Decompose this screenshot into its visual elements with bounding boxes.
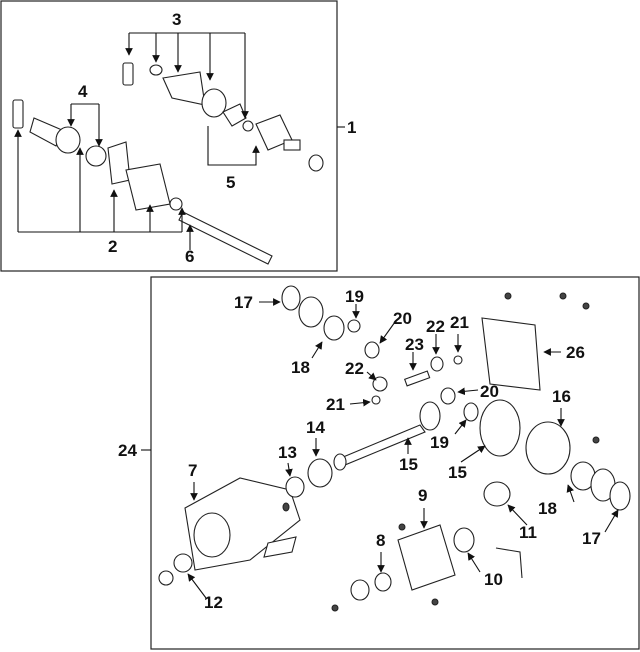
callout-8: 8 [376,531,385,550]
callout-4: 4 [78,82,88,101]
callout-24: 24 [118,441,137,460]
callout-22-mid: 22 [345,359,364,378]
callout-2: 2 [108,237,117,256]
callout-23: 23 [405,335,424,354]
callout-18-top: 18 [291,358,310,377]
callout-15-gear: 15 [448,463,467,482]
callout-6: 6 [185,247,194,266]
differential-frame [150,276,640,650]
outer-joint-parts [12,99,273,265]
callout-9: 9 [418,486,427,505]
callout-22-top: 22 [426,317,445,336]
callout-13: 13 [278,443,297,462]
callout-15-shaft: 15 [399,455,418,474]
callout-26: 26 [566,343,585,362]
callout-19-top: 19 [345,287,364,306]
callout-21-top: 21 [450,313,469,332]
callout-18-right: 18 [538,499,557,518]
callout-11: 11 [519,523,537,542]
callout-5: 5 [226,173,235,192]
callout-17-top: 17 [234,293,253,312]
callout-numbers: 3 4 1 5 2 6 17 19 20 22 21 26 23 18 22 2… [78,10,601,612]
axle-assembly-frame [0,0,338,272]
inner-joint-parts [122,62,324,172]
callout-12: 12 [204,593,223,612]
callout-14: 14 [306,418,325,437]
callout-7: 7 [188,461,197,480]
callout-21-mid: 21 [326,395,345,414]
differential-parts [158,285,631,612]
callout-17-right: 17 [582,529,601,548]
callout-20-mid: 20 [480,382,499,401]
callout-19-mid: 19 [430,433,449,452]
callout-leaders-bottom [141,298,619,599]
callout-3: 3 [172,10,181,29]
callout-10: 10 [484,570,503,589]
callout-20-top: 20 [393,309,412,328]
callout-1: 1 [347,118,356,137]
callout-leaders-top [14,32,345,250]
callout-16: 16 [552,387,571,406]
